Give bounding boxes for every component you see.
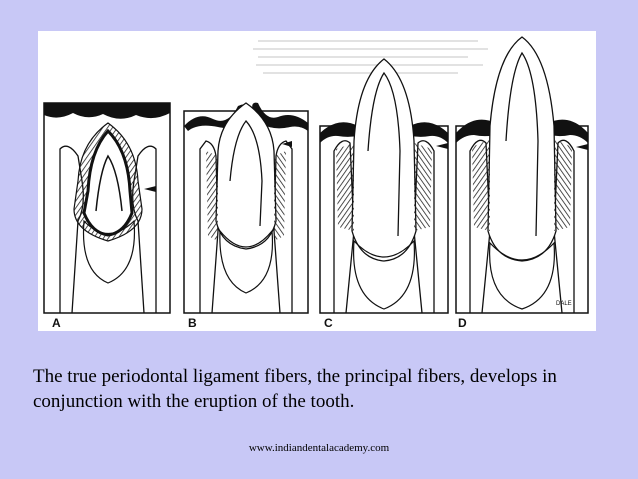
tooth-eruption-figure: A B C D DALE <box>38 31 596 331</box>
panel-a-drawing <box>43 102 171 314</box>
panel-label-a: A <box>52 316 61 330</box>
panel-label-c: C <box>324 316 333 330</box>
panel-d-drawing <box>455 36 589 314</box>
panel-b-drawing <box>183 102 309 314</box>
panel-c-drawing <box>319 58 449 314</box>
panel-label-b: B <box>188 316 197 330</box>
slide-caption: The true periodontal ligament fibers, th… <box>33 366 557 412</box>
background-text-bleed <box>253 40 488 74</box>
panel-label-d: D <box>458 316 467 330</box>
footer-url: www.indiandentalacademy.com <box>248 442 390 454</box>
artist-signature: DALE <box>556 301 572 307</box>
